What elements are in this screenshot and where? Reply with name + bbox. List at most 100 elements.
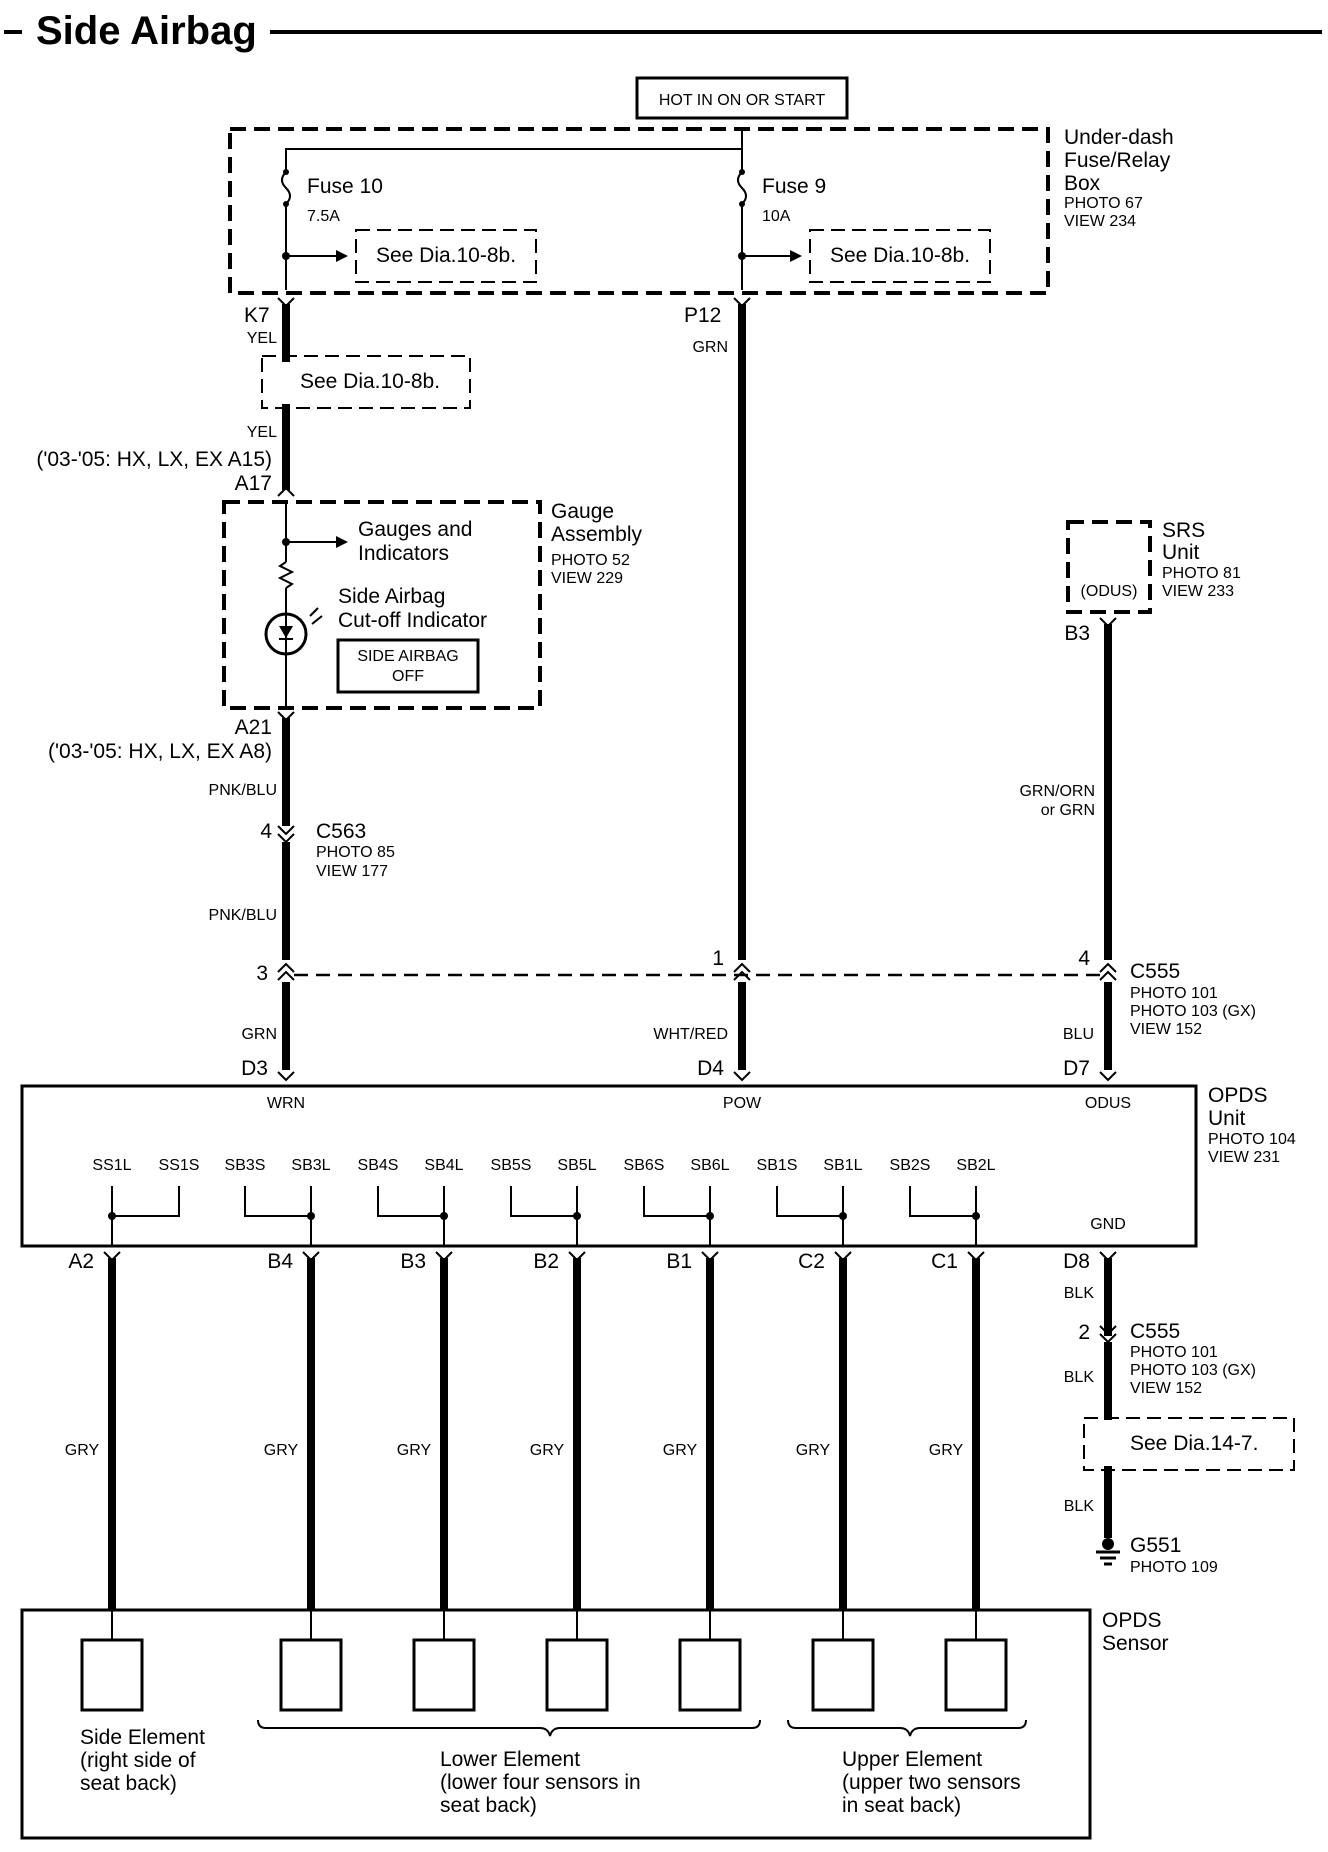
fuse10-see-ref-box[interactable] [355, 229, 537, 283]
sensor-junction [972, 1212, 980, 1220]
upper-element-label-1: Upper Element [842, 1748, 982, 1771]
sensor-link [909, 1186, 976, 1217]
srs-inner-label: (ODUS) [1081, 583, 1138, 600]
c563-connector [277, 825, 295, 844]
sensor-channel-label: SS1S [159, 1157, 200, 1174]
sensor-junction [108, 1212, 116, 1220]
blk-label-2: BLK [1064, 1369, 1095, 1386]
sensor-element-box [279, 1638, 343, 1712]
power-source-label: HOT IN ON OR START [659, 92, 825, 109]
fuse9-see-ref-box[interactable] [809, 229, 991, 283]
gry-label: GRY [65, 1442, 100, 1459]
ground-see-ref-box[interactable] [1083, 1417, 1295, 1471]
c555-pin-right: 4 [1078, 947, 1090, 970]
bottom-pin-label: B4 [267, 1250, 293, 1273]
fuse9-symbol [737, 171, 747, 205]
yel-see-ref[interactable]: See Dia.10-8b. [300, 370, 440, 393]
side-element-label-2: (right side of [80, 1749, 196, 1772]
fuse10-arrow [336, 250, 348, 262]
indicator-label-1: Side Airbag [338, 585, 445, 608]
sensor-element-box [80, 1638, 144, 1712]
blk-label-1: BLK [1064, 1285, 1095, 1302]
bottom-pin-label: B2 [533, 1250, 559, 1273]
c555-pin3-connector [277, 962, 295, 981]
sensor-channel-label: SB6S [624, 1157, 665, 1174]
c555-pin-mid: 1 [712, 947, 724, 970]
gauges-arrow [336, 536, 348, 548]
fuse9-rating: 10A [762, 208, 791, 225]
gauges-label-2: Indicators [358, 542, 449, 565]
gauge-name-2: Assembly [551, 523, 643, 546]
c555-bottom-photo2: PHOTO 103 (GX) [1130, 1362, 1256, 1379]
gauge-pin-bottom-note: ('03-'05: HX, LX, EX A8) [48, 740, 272, 763]
grn-label-d3: GRN [241, 1026, 277, 1043]
lower-element-brace [257, 1719, 761, 1737]
fuse9-arrow [790, 250, 802, 262]
yel-see-ref-box[interactable] [261, 355, 471, 409]
d7-connector [1099, 1071, 1117, 1082]
yel-label-2: YEL [247, 424, 277, 441]
sensor-channel-label: SB1S [757, 1157, 798, 1174]
a17-connector [277, 486, 295, 497]
side-element-label-1: Side Element [80, 1726, 205, 1749]
c563-name: C563 [316, 820, 366, 843]
opds-unit-outline [20, 1084, 1198, 1248]
gry-label: GRY [397, 1442, 432, 1459]
sensor-element-box [944, 1638, 1008, 1712]
c555-top-photo2: PHOTO 103 (GX) [1130, 1003, 1256, 1020]
gauges-label-1: Gauges and [358, 518, 472, 541]
ground-see-ref[interactable]: See Dia.14-7. [1130, 1432, 1258, 1455]
bottom-pin-label: B1 [666, 1250, 692, 1273]
fuse10-dot-top [283, 169, 289, 175]
upper-element-brace [787, 1719, 1027, 1737]
srs-view: VIEW 233 [1162, 583, 1234, 600]
srs-photo: PHOTO 81 [1162, 565, 1241, 582]
bottom-pin-label: A2 [68, 1250, 94, 1273]
fuse10-see-ref[interactable]: See Dia.10-8b. [376, 244, 516, 267]
sensor-link [776, 1186, 843, 1217]
indicator-box [336, 638, 480, 694]
d4-connector [733, 1071, 751, 1082]
fuse10-rating: 7.5A [307, 208, 340, 225]
sensor-channel-label: SB2L [956, 1157, 995, 1174]
grn-label-top: GRN [692, 339, 728, 356]
sensor-element-box [412, 1638, 476, 1712]
ground-photo: PHOTO 109 [1130, 1559, 1218, 1576]
fuse-box-photo: PHOTO 67 [1064, 195, 1143, 212]
opds-label-wrn: WRN [267, 1095, 305, 1112]
sensor-channel-label: SB1L [823, 1157, 862, 1174]
c555-pin4-connector [1099, 962, 1117, 981]
sensor-junction [573, 1212, 581, 1220]
gauge-pin-top-note: ('03-'05: HX, LX, EX A15) [36, 448, 272, 471]
sensor-link [244, 1186, 311, 1217]
sensor-junction [307, 1212, 315, 1220]
sensor-channel-label: SS1L [92, 1157, 131, 1174]
sensor-junction [706, 1212, 714, 1220]
sensor-element-box [545, 1638, 609, 1712]
power-source-box [635, 76, 849, 120]
c563-photo: PHOTO 85 [316, 844, 395, 861]
gauge-name-1: Gauge [551, 500, 614, 523]
opds-label-odus: ODUS [1085, 1095, 1131, 1112]
fuse10-name: Fuse 10 [307, 175, 383, 198]
opds-unit-photo: PHOTO 104 [1208, 1131, 1296, 1148]
indicator-label-2: Cut-off Indicator [338, 609, 487, 632]
fuse9-dot-top [739, 169, 745, 175]
pnkblu-label-2: PNK/BLU [209, 907, 277, 924]
resistor-symbol [277, 561, 295, 589]
opds-top-pin-d3: D3 [241, 1057, 268, 1080]
sensor-link [510, 1186, 577, 1217]
c555-top-photo1: PHOTO 101 [1130, 985, 1218, 1002]
fuse9-see-ref[interactable]: See Dia.10-8b. [830, 244, 970, 267]
sensor-element-box [678, 1638, 742, 1712]
c555-bottom-photo1: PHOTO 101 [1130, 1344, 1218, 1361]
d8-connector [1099, 1251, 1117, 1262]
blk-label-3: BLK [1064, 1498, 1095, 1515]
ground-name: G551 [1130, 1534, 1181, 1557]
sensor-junction [839, 1212, 847, 1220]
gauge-assembly-outline [222, 500, 542, 710]
fuse-box-name-1: Under-dash [1064, 126, 1174, 149]
